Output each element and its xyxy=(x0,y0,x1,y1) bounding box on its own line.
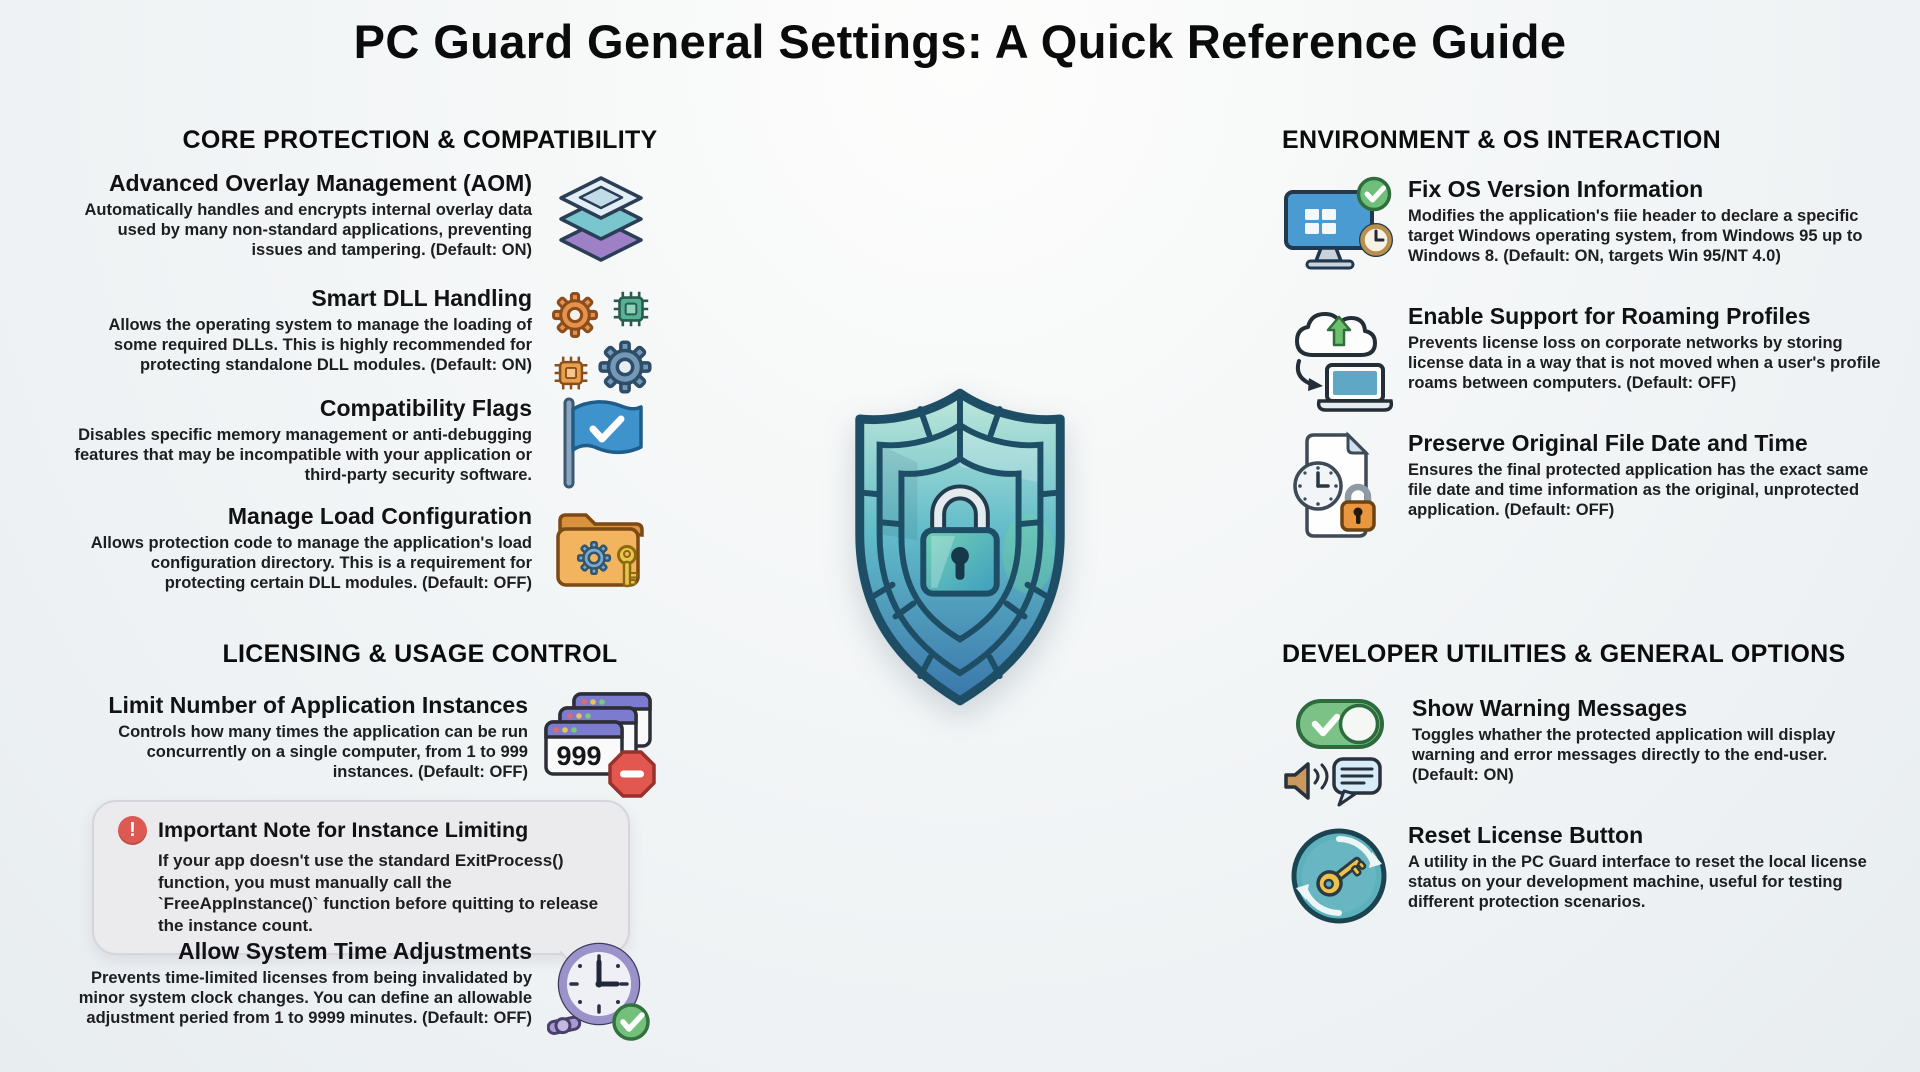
setting-desc: Prevents time-limited licenses from bein… xyxy=(78,969,532,1028)
setting-title: Preserve Original File Date and Time xyxy=(1408,430,1808,456)
setting-title: Smart DLL Handling xyxy=(311,285,532,311)
gears-chips-icon xyxy=(544,285,658,397)
setting-desc: A utility in the PC Guard interface to r… xyxy=(1408,853,1867,912)
setting-desc: Allows the operating system to manage th… xyxy=(108,316,532,375)
section-heading-developer: DEVELOPER UTILITIES & GENERAL OPTIONS xyxy=(1282,640,1846,668)
clock-check-icon xyxy=(544,938,658,1044)
section-heading-licensing: LICENSING & USAGE CONTROL xyxy=(222,640,618,668)
setting-title: Limit Number of Application Instances xyxy=(108,692,528,718)
setting-desc: Allows protection code to manage the app… xyxy=(90,534,532,593)
toggle-speaker-chat-icon xyxy=(1282,695,1400,813)
setting-desc: Prevents license loss on corporate netwo… xyxy=(1408,334,1881,393)
setting-desc: Disables specific memory management or a… xyxy=(74,426,533,485)
setting-item-warnings: Show Warning Messages Toggles whather th… xyxy=(1282,695,1888,813)
setting-title: Manage Load Configuration xyxy=(227,503,532,529)
setting-desc: Modifies the application's fiie header t… xyxy=(1408,207,1863,266)
setting-title: Advanced Overlay Management (AOM) xyxy=(108,170,532,196)
setting-item-instances: Limit Number of Application Instances Co… xyxy=(70,692,658,802)
setting-item-filedate: Preserve Original File Date and Time Ens… xyxy=(1282,430,1888,542)
reset-license-key-icon xyxy=(1282,822,1396,930)
note-title: Important Note for Instance Limiting xyxy=(158,818,529,842)
setting-title: Show Warning Messages xyxy=(1412,695,1688,721)
setting-item-resetlicense: Reset License Button A utility in the PC… xyxy=(1282,822,1888,930)
setting-desc: Toggles whather the protected applicatio… xyxy=(1412,726,1836,785)
setting-item-dll: Smart DLL Handling Allows the operating … xyxy=(70,285,658,397)
setting-title: Allow System Time Adjustments xyxy=(177,938,532,964)
setting-title: Compatibility Flags xyxy=(319,395,532,421)
layers-icon xyxy=(544,170,658,270)
setting-title: Reset License Button xyxy=(1408,822,1644,848)
setting-desc: Automatically handles and encrypts inter… xyxy=(84,201,532,260)
setting-item-loadconfig: Manage Load Configuration Allows protect… xyxy=(70,503,658,599)
setting-desc: Controls how many times the application … xyxy=(118,723,528,782)
setting-item-time: Allow System Time Adjustments Prevents t… xyxy=(70,938,658,1044)
setting-title: Fix OS Version Information xyxy=(1408,176,1704,202)
setting-item-fixos: Fix OS Version Information Modifies the … xyxy=(1282,176,1888,282)
setting-item-flags: Compatibility Flags Disables specific me… xyxy=(70,395,658,493)
instances-badge-text: 999 xyxy=(556,741,601,771)
shield-lock-icon xyxy=(826,378,1094,716)
flag-check-icon xyxy=(544,395,658,493)
left-column: CORE PROTECTION & COMPATIBILITY Advanced… xyxy=(70,0,658,1072)
folder-gear-key-icon xyxy=(544,503,658,599)
right-column: ENVIRONMENT & OS INTERACTION xyxy=(1282,0,1888,1072)
setting-item-aom: Advanced Overlay Management (AOM) Automa… xyxy=(70,170,658,270)
section-heading-environment: ENVIRONMENT & OS INTERACTION xyxy=(1282,126,1721,154)
note-body: If your app doesn't use the standard Exi… xyxy=(158,851,599,935)
setting-item-roaming: Enable Support for Roaming Profiles Prev… xyxy=(1282,303,1888,421)
cloud-laptop-sync-icon xyxy=(1282,303,1396,421)
alert-icon: ! xyxy=(118,816,147,845)
note-callout: ! Important Note for Instance Limiting I… xyxy=(92,800,630,956)
page-title: PC Guard General Settings: A Quick Refer… xyxy=(353,15,1567,68)
monitor-os-check-icon xyxy=(1282,176,1396,282)
setting-title: Enable Support for Roaming Profiles xyxy=(1408,303,1811,329)
app-instances-999-icon: 999 xyxy=(540,692,658,802)
setting-desc: Ensures the final protected application … xyxy=(1408,461,1869,520)
file-clock-lock-icon xyxy=(1282,430,1396,542)
section-heading-core: CORE PROTECTION & COMPATIBILITY xyxy=(182,126,658,154)
